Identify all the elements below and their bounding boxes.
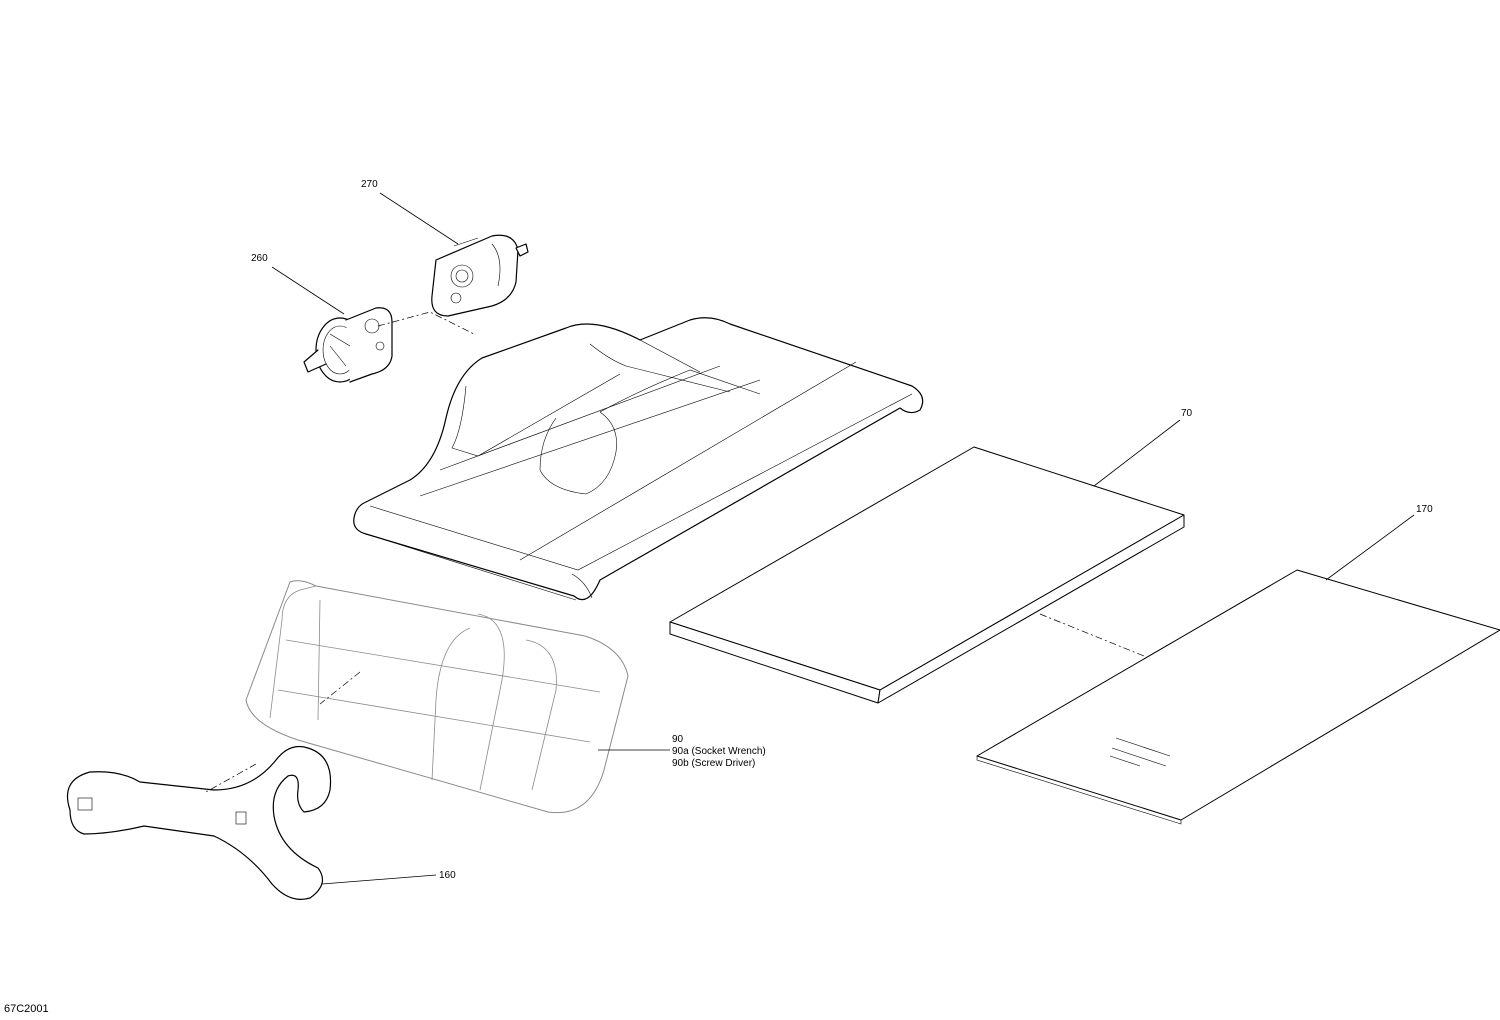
callout-160: 160	[439, 870, 456, 881]
part-260-key-socket[interactable]	[303, 307, 393, 383]
callout-90b: 90b (Screw Driver)	[672, 758, 755, 769]
leader-lines	[271, 192, 1415, 885]
callout-90: 90	[672, 734, 684, 745]
part-170-manual[interactable]	[976, 569, 1500, 825]
part-90-tool-bag[interactable]	[245, 580, 629, 814]
figure-code: 67C2001	[4, 1003, 49, 1015]
callout-270: 270	[361, 179, 378, 190]
callout-70: 70	[1181, 408, 1193, 419]
part-160-spanner-wrench[interactable]	[66, 745, 332, 900]
storage-tray[interactable]	[353, 317, 924, 601]
part-70-mat[interactable]	[669, 446, 1185, 704]
callout-90a: 90a (Socket Wrench)	[672, 746, 766, 757]
assembly-lines	[205, 311, 1145, 793]
part-270-key-holder[interactable]	[431, 234, 529, 317]
callout-260: 260	[251, 253, 268, 264]
callout-170: 170	[1416, 504, 1433, 515]
